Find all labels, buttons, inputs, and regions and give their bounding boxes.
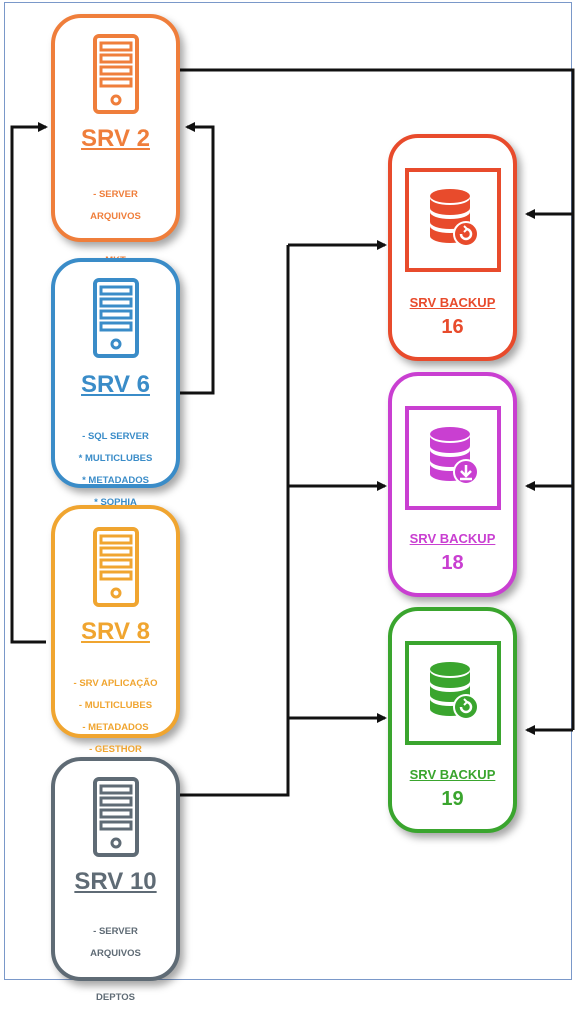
server-note-line: ARQUIVOS [90, 948, 141, 959]
connection-lines [10, 68, 575, 797]
server-title: SRV 8 [81, 618, 150, 645]
backup-card-18: SRV BACKUP 18 [388, 372, 517, 597]
server-title: SRV 6 [81, 371, 150, 398]
icon-frame [405, 168, 501, 272]
server-notes: - SERVER ARQUIVOS DEPTOS [55, 915, 176, 1014]
database-restore-icon [430, 189, 479, 247]
database-restore-icon [430, 662, 479, 720]
wire-srv8-to-srv2 [10, 122, 48, 644]
server-note-line: * MULTICLUBES [78, 453, 153, 464]
database-download-icon [430, 427, 479, 485]
server-tower-icon [93, 278, 139, 358]
wire-srv6-to-srv2 [180, 122, 215, 395]
server-tower-icon [93, 777, 139, 857]
server-note-line: - SERVER [93, 189, 138, 200]
backup-card-16: SRV BACKUP 16 [388, 134, 517, 361]
server-notes: - SRV APLICAÇÃO - MULTICLUBES - METADADO… [55, 667, 176, 766]
backup-number: 16 [441, 316, 464, 338]
server-note-line [55, 970, 176, 981]
server-notes: - SQL SERVER * MULTICLUBES * METADADOS *… [55, 420, 176, 519]
icon-frame [405, 406, 501, 510]
server-note-line: DEPTOS [96, 992, 135, 1003]
backup-card-19: SRV BACKUP 19 [388, 607, 517, 833]
server-note-line: - SRV APLICAÇÃO [73, 678, 158, 689]
backup-title: SRV BACKUP [409, 295, 496, 310]
wire-srv2-to-bus [180, 68, 575, 730]
server-note-line: * SOPHIA [94, 497, 137, 508]
server-note-line: - MULTICLUBES [78, 700, 153, 711]
backup-number: 18 [441, 552, 464, 574]
icon-frame [405, 641, 501, 745]
server-note-line: - GESTHOR [89, 744, 142, 755]
server-tower-icon [93, 527, 139, 607]
server-card-srv8: SRV 8 - SRV APLICAÇÃO - MULTICLUBES - ME… [51, 505, 180, 755]
server-note-line: - SERVER [93, 926, 138, 937]
backup-title: SRV BACKUP [409, 767, 496, 782]
server-note-line [55, 233, 176, 244]
server-title: SRV 10 [74, 868, 157, 895]
backup-title: SRV BACKUP [409, 531, 496, 546]
server-note-line: - SQL SERVER [82, 431, 149, 442]
server-note-line: * METADADOS [82, 475, 149, 486]
wire-srv10-to-bus [180, 245, 290, 797]
server-title: SRV 2 [81, 125, 150, 152]
backup-number: 19 [441, 788, 464, 810]
server-note-line: - METADADOS [82, 722, 149, 733]
server-tower-icon [93, 34, 139, 114]
server-card-srv10: SRV 10 - SERVER ARQUIVOS DEPTOS [51, 757, 180, 1003]
server-card-srv6: SRV 6 - SQL SERVER * MULTICLUBES * METAD… [51, 258, 180, 508]
server-card-srv2: SRV 2 - SERVER ARQUIVOS MKT [51, 14, 180, 266]
server-note-line: ARQUIVOS [90, 211, 141, 222]
